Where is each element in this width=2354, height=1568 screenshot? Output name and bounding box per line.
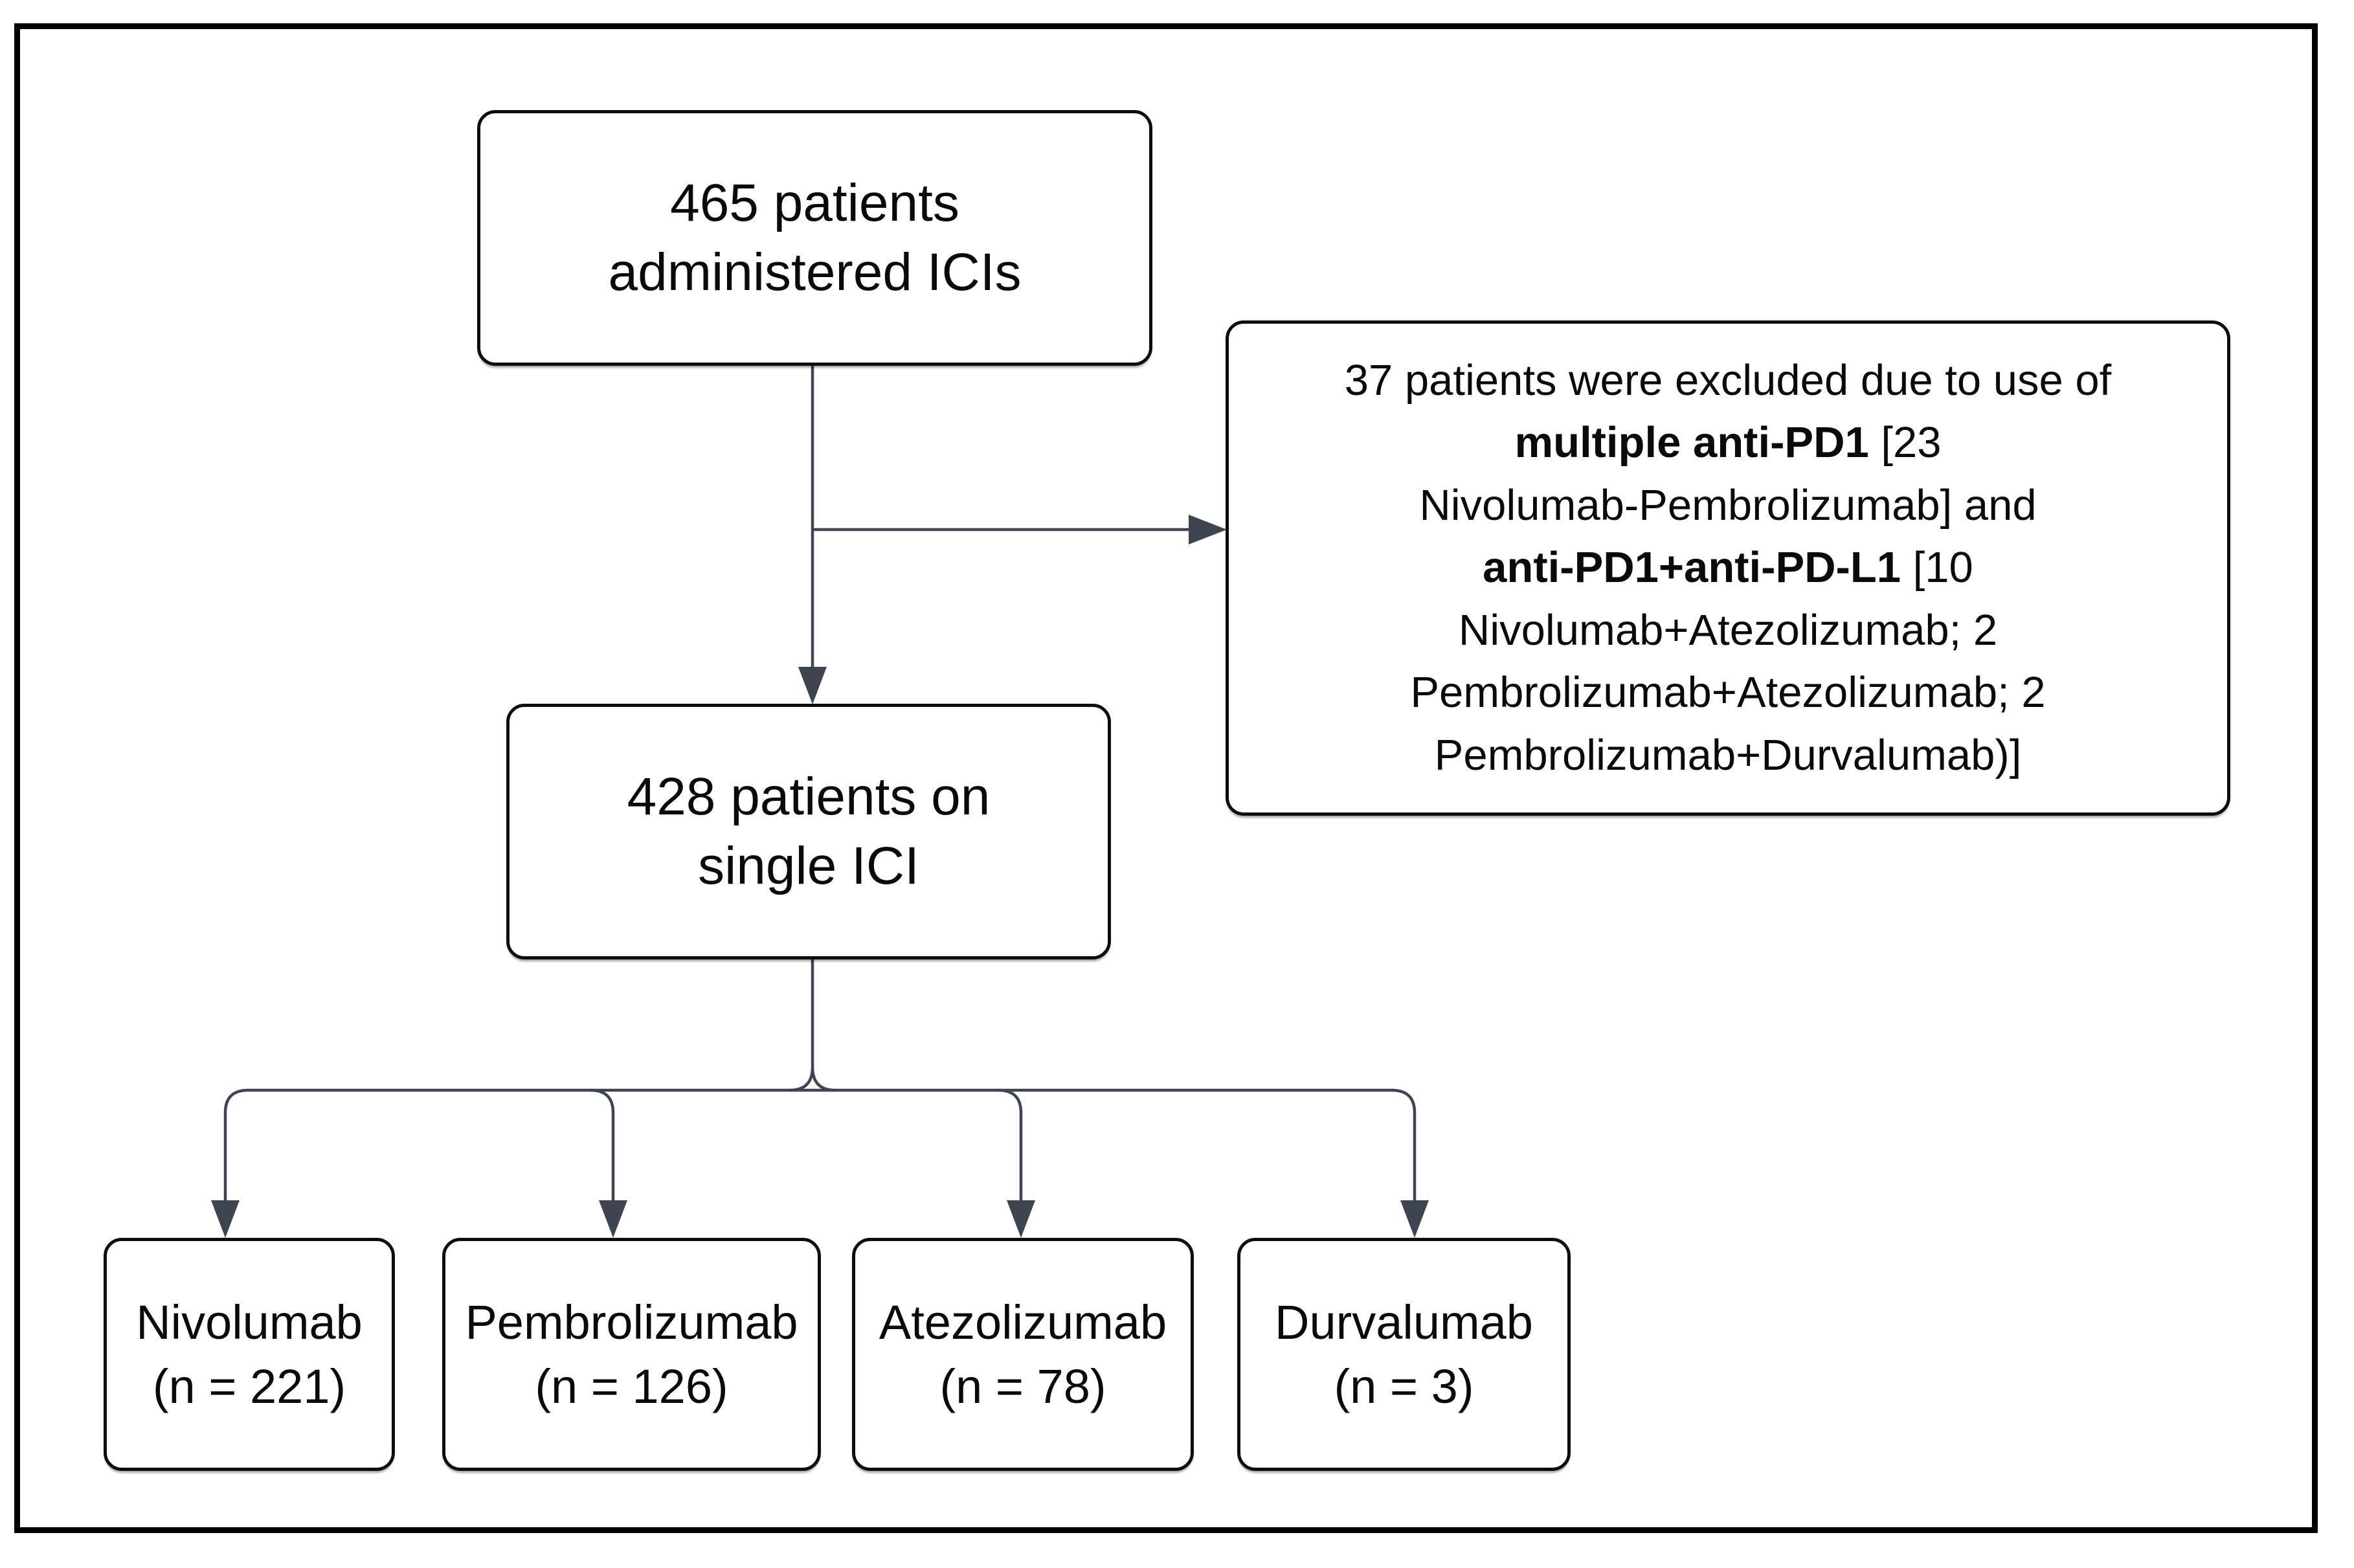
branch-flare-left	[789, 1066, 814, 1092]
pembrolizumab-name: Pembrolizumab	[465, 1295, 798, 1349]
arrowhead-right-excluded-icon	[1189, 515, 1227, 544]
figure-frame	[14, 23, 2318, 1533]
arrowhead-down-nivolumab-icon	[211, 1200, 240, 1238]
box-durvalumab: Durvalumab (n = 3)	[1237, 1238, 1571, 1471]
nivolumab-name: Nivolumab	[136, 1295, 363, 1349]
excluded-line-2: multiple anti-PD1 [23	[1515, 412, 1942, 474]
connector-to-nivolumab	[223, 1088, 249, 1202]
atezolizumab-name: Atezolizumab	[879, 1295, 1167, 1349]
box-nivolumab: Nivolumab (n = 221)	[104, 1238, 395, 1471]
box-single-line-2: single ICI	[698, 836, 919, 895]
excluded-line-3: Nivolumab-Pembrolizumab] and	[1419, 480, 2037, 530]
connector-to-atezolizumab	[998, 1088, 1023, 1202]
durvalumab-name: Durvalumab	[1275, 1295, 1533, 1349]
box-single-ici: 428 patients on single ICI	[506, 704, 1111, 959]
excluded-line-5: Nivolumab+Atezolizumab; 2	[1458, 605, 1998, 655]
durvalumab-count: (n = 3)	[1334, 1360, 1474, 1413]
excluded-line-2-rest: [23	[1868, 418, 1942, 467]
branch-flare-right	[811, 1066, 836, 1092]
excluded-line-4-rest: [10	[1901, 543, 1973, 592]
connector-to-pembrolizumab	[590, 1088, 615, 1202]
connector-to-durvalumab	[1391, 1088, 1417, 1202]
excluded-line-2-bold: multiple anti-PD1	[1514, 418, 1869, 467]
box-total-line-2: administered ICIs	[608, 242, 1022, 302]
arrowhead-down-single-ici-icon	[798, 667, 827, 704]
atezolizumab-count: (n = 78)	[939, 1360, 1106, 1413]
arrowhead-down-durvalumab-icon	[1400, 1200, 1429, 1238]
excluded-line-6: Pembrolizumab+Atezolizumab; 2	[1410, 668, 2046, 717]
box-total-patients: 465 patients administered ICIs	[477, 110, 1152, 366]
box-atezolizumab: Atezolizumab (n = 78)	[852, 1238, 1194, 1471]
excluded-line-4: anti-PD1+anti-PD-L1 [10	[1483, 537, 1973, 599]
pembrolizumab-count: (n = 126)	[535, 1360, 728, 1413]
arrowhead-down-pembrolizumab-icon	[599, 1200, 627, 1238]
nivolumab-count: (n = 221)	[152, 1360, 346, 1413]
box-pembrolizumab: Pembrolizumab (n = 126)	[442, 1238, 821, 1471]
excluded-line-7: Pembrolizumab+Durvalumab)]	[1434, 730, 2022, 779]
excluded-line-1: 37 patients were excluded due to use of	[1344, 355, 2112, 405]
box-excluded-patients: 37 patients were excluded due to use of …	[1226, 320, 2230, 816]
box-total-line-1: 465 patients	[670, 173, 959, 232]
arrowhead-down-atezolizumab-icon	[1007, 1200, 1035, 1238]
excluded-line-4-bold: anti-PD1+anti-PD-L1	[1483, 543, 1901, 592]
box-single-line-1: 428 patients on	[627, 767, 991, 826]
